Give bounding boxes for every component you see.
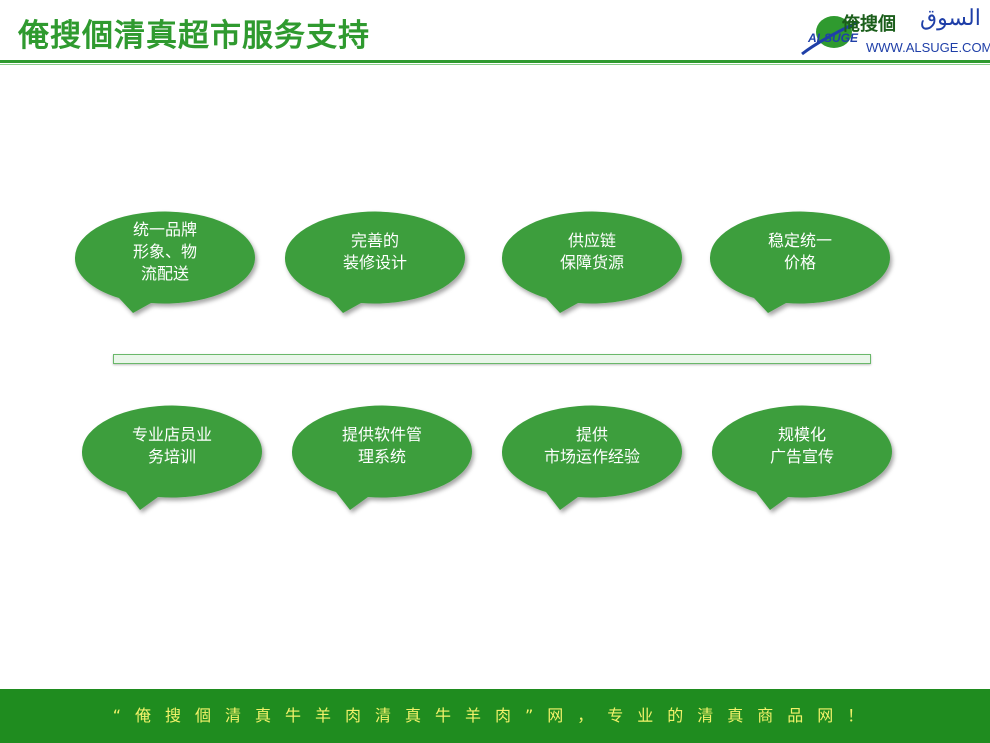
speech-bubble <box>501 211 682 313</box>
separator-bar <box>113 354 871 364</box>
speech-bubble <box>74 211 255 313</box>
bubble-line: 装修设计 <box>342 253 407 272</box>
bubble-line: 市场运作经验 <box>543 447 640 466</box>
logo-name-ar: السوق <box>920 6 981 31</box>
speech-bubble-text: 提供软件管理系统 <box>302 424 462 468</box>
title-divider <box>0 60 990 63</box>
bubble-line: 价格 <box>783 253 816 272</box>
bubble-line: 完善的 <box>350 231 399 250</box>
speech-bubble-text: 供应链保障货源 <box>512 230 672 274</box>
bubble-line: 供应链 <box>567 231 616 250</box>
bubble-line: 广告宣传 <box>769 447 834 466</box>
speech-bubble <box>291 405 472 510</box>
speech-bubble-text: 专业店员业务培训 <box>92 424 252 468</box>
logo-mark-text: ALSUGE <box>807 31 859 45</box>
logo-name-cn: 俺搜個 <box>842 14 896 35</box>
bubble-line: 保障货源 <box>559 253 624 272</box>
speech-bubble <box>501 405 682 510</box>
bubble-line: 专业店员业 <box>131 425 212 444</box>
bubble-line: 流配送 <box>140 264 189 283</box>
speech-bubble <box>284 211 465 313</box>
speech-bubble <box>81 405 262 510</box>
speech-bubble <box>709 211 890 313</box>
speech-bubble-text: 完善的装修设计 <box>295 230 455 274</box>
bubble-line: 提供 <box>575 425 608 444</box>
bubble-line: 理系统 <box>357 447 406 466</box>
logo-swoosh-icon: ALSUGE <box>801 16 859 56</box>
bubble-line: 形象、物 <box>132 242 197 261</box>
speech-bubble-text: 提供市场运作经验 <box>512 424 672 468</box>
speech-bubble-text: 稳定统一价格 <box>720 230 880 274</box>
title-divider-light <box>0 64 990 65</box>
bubble-line: 务培训 <box>147 447 196 466</box>
footer-slogan: “俺搜個清真牛羊肉清真牛羊肉”网，专业的清真商品网！ <box>112 706 878 725</box>
page-title: 俺搜個清真超市服务支持 <box>18 18 370 54</box>
bubble-line: 稳定统一 <box>767 231 832 250</box>
bubble-line: 提供软件管 <box>341 425 422 444</box>
brand-logo[interactable]: ALSUGE 俺搜個 السوق WWW.ALSUGE.COM <box>800 4 990 62</box>
logo-url: WWW.ALSUGE.COM <box>866 40 990 55</box>
speech-bubble-text: 规模化广告宣传 <box>722 424 882 468</box>
footer-band: “俺搜個清真牛羊肉清真牛羊肉”网，专业的清真商品网！ <box>0 689 990 743</box>
bubble-line: 规模化 <box>777 425 826 444</box>
bubble-line: 统一品牌 <box>132 220 197 239</box>
speech-bubble-text: 统一品牌形象、物流配送 <box>85 219 245 285</box>
speech-bubble <box>711 405 892 510</box>
